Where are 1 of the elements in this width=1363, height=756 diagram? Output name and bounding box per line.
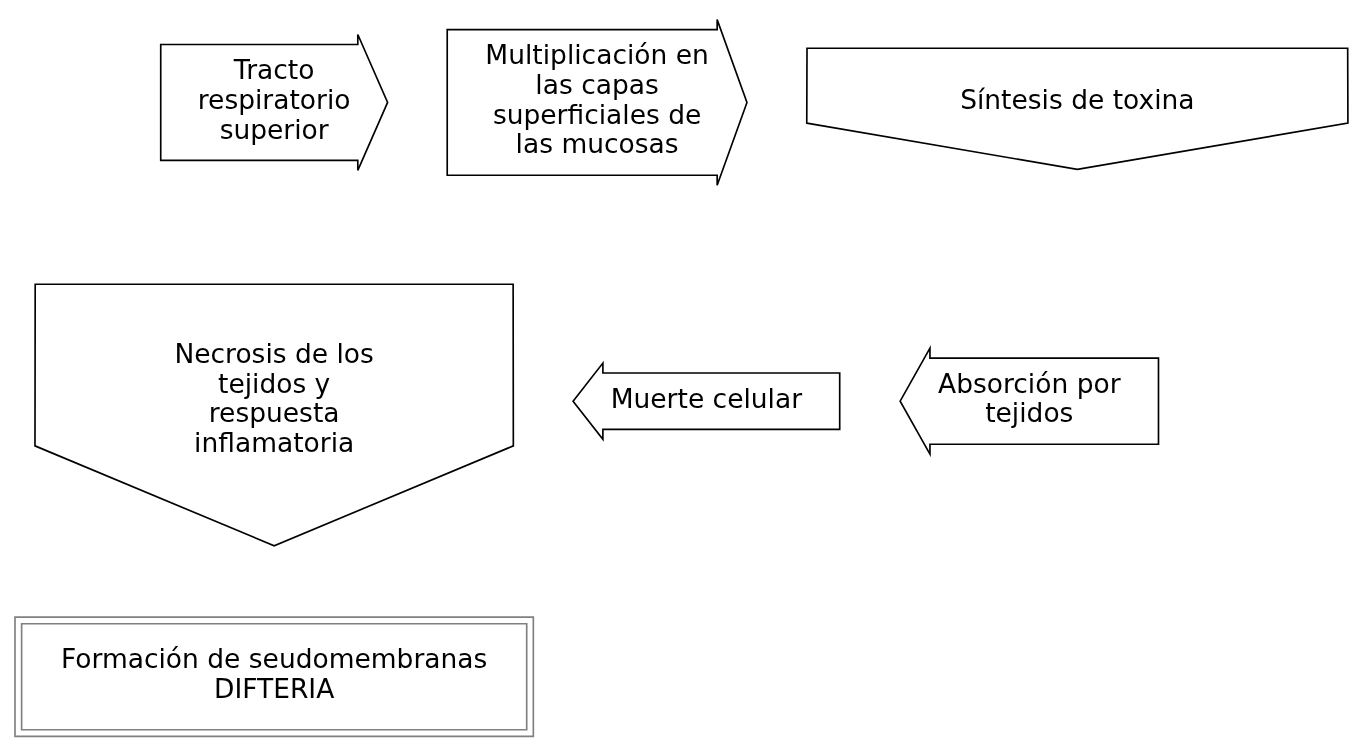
node-box: Formación de seudomembranas DIFTERIA [14,616,535,738]
